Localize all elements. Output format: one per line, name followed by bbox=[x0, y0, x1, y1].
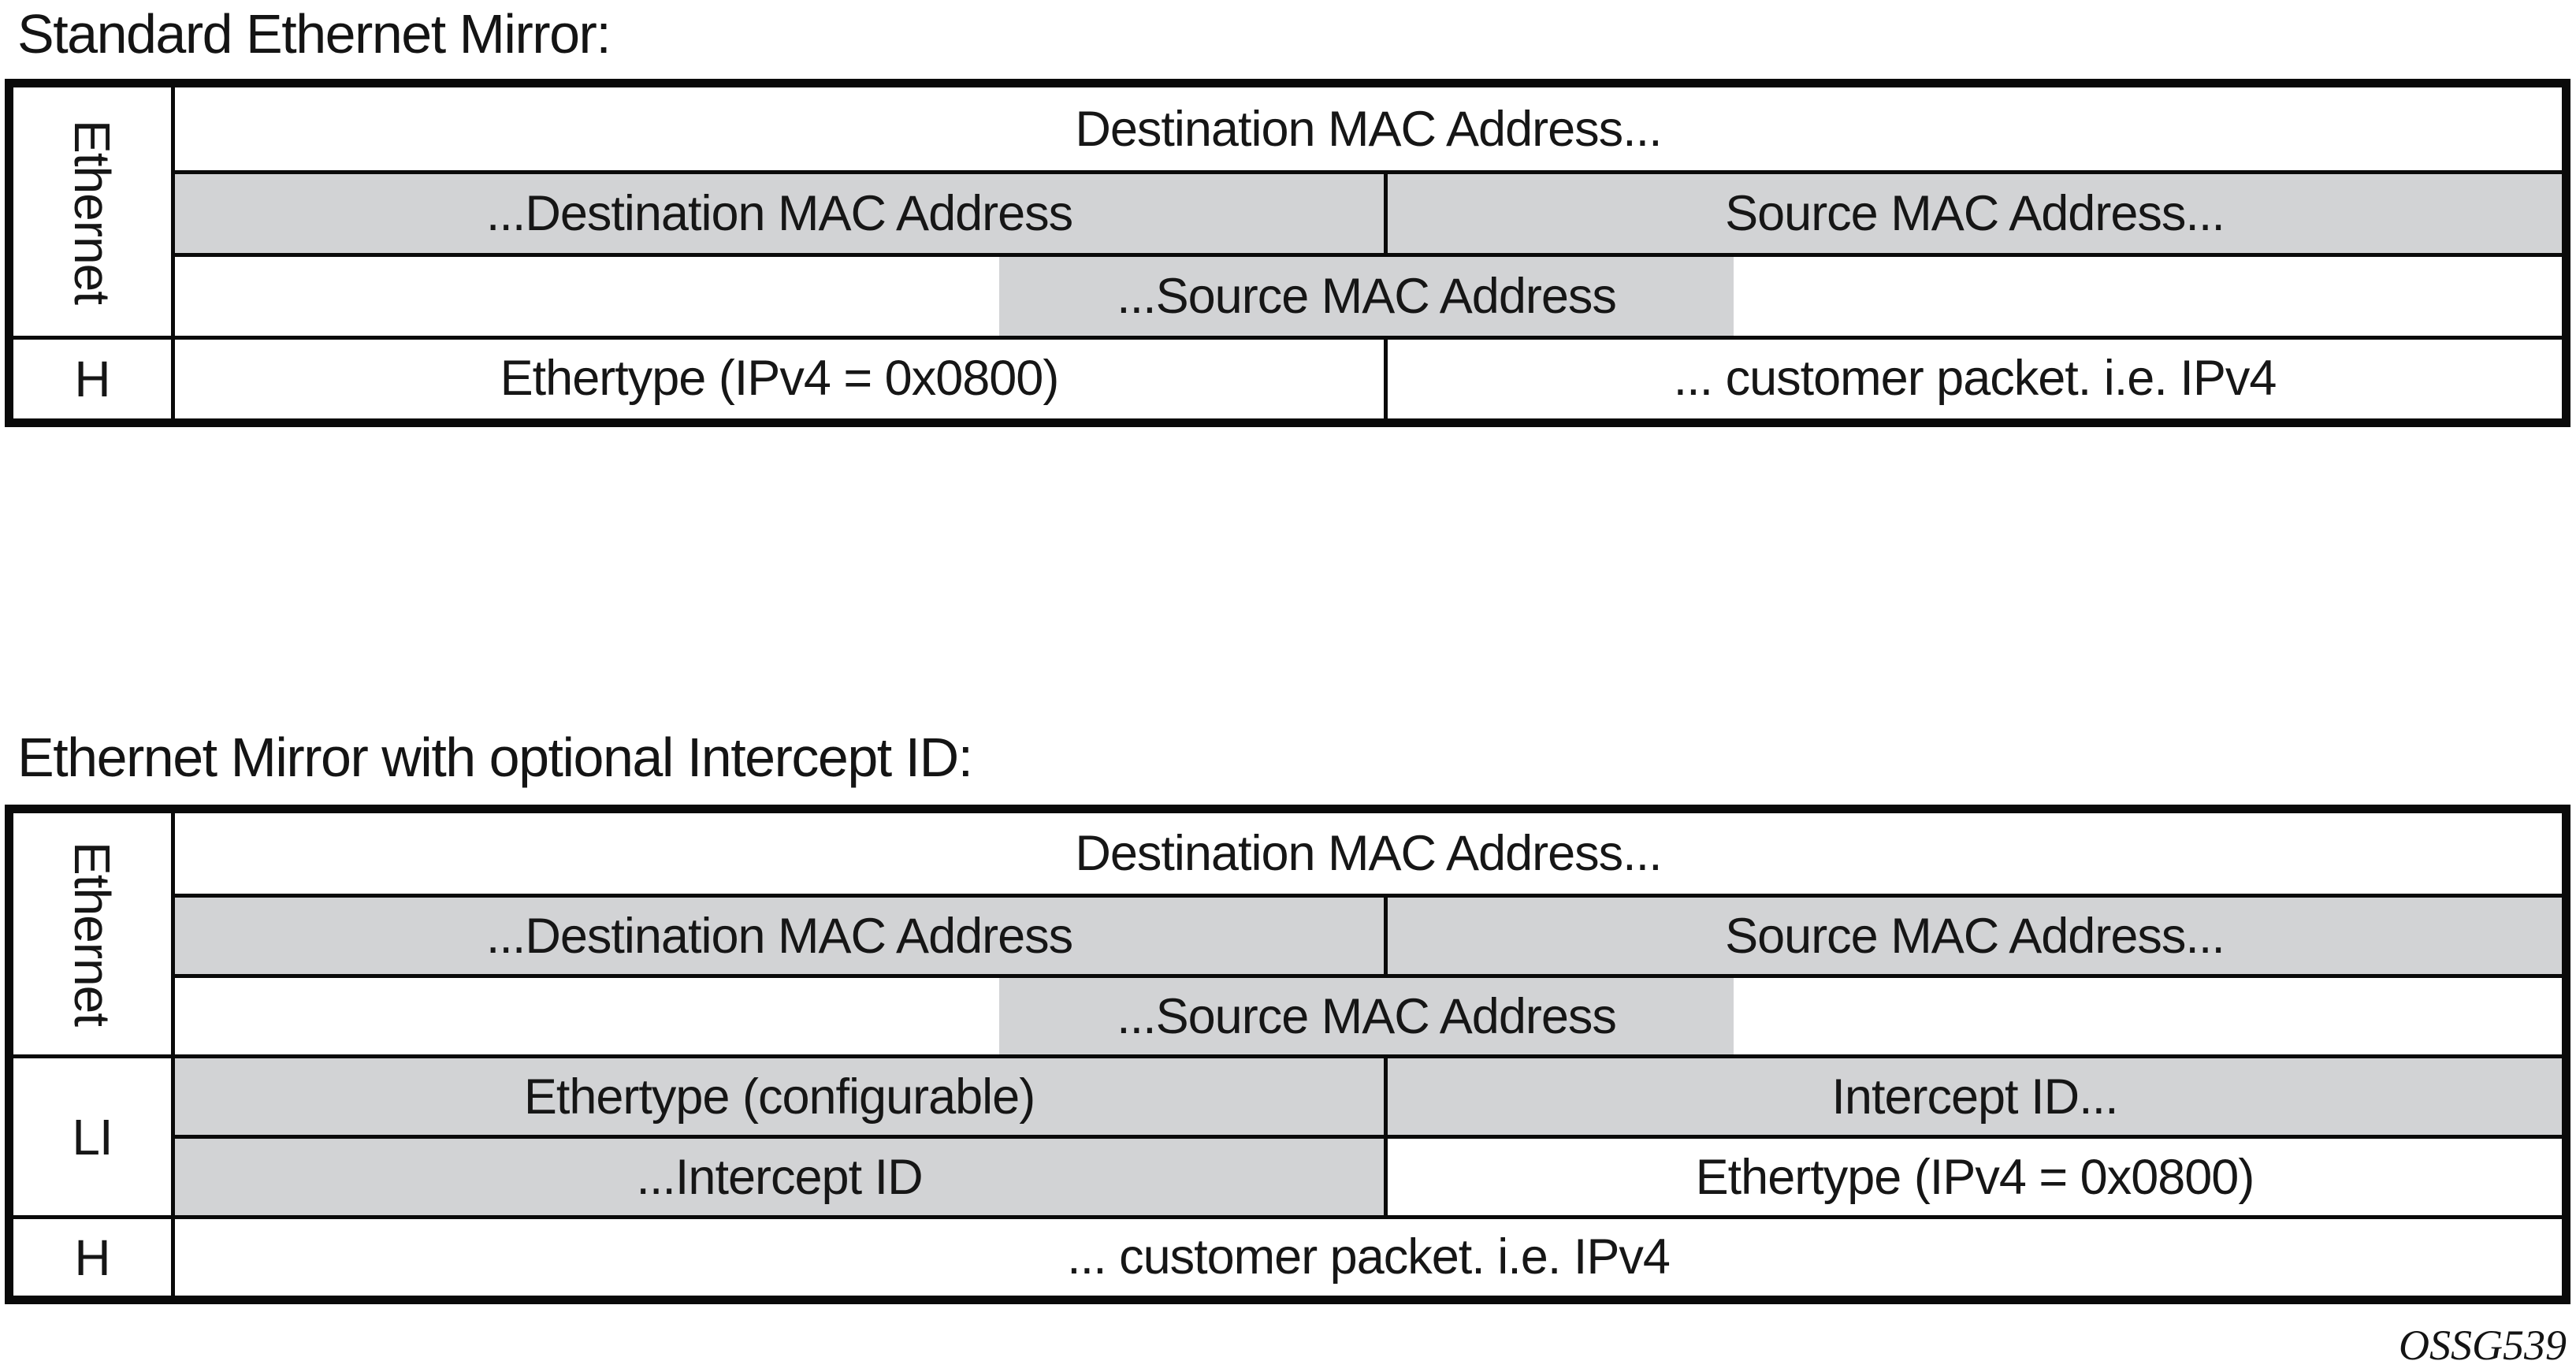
shaded-row-dest-src bbox=[175, 170, 2562, 253]
shaded-box-intercept-cont bbox=[175, 1135, 1384, 1215]
shaded-box-src-mac-cont bbox=[999, 974, 1734, 1054]
side-label-ethernet-text: Ethernet bbox=[64, 842, 121, 1026]
field-src-mac-1: Source MAC Address... bbox=[1725, 908, 2225, 964]
mid-divider-row2 bbox=[1384, 894, 1388, 978]
field-ethertype-config: Ethertype (configurable) bbox=[523, 1069, 1035, 1125]
row-line-2 bbox=[175, 253, 2562, 257]
intercept-mirror-title: Ethernet Mirror with optional Intercept … bbox=[17, 727, 973, 788]
row-line-4 bbox=[175, 1135, 2562, 1139]
side-label-ethernet: Ethernet bbox=[13, 87, 171, 336]
field-ethertype-ipv4: Ethertype (IPv4 = 0x0800) bbox=[500, 350, 1060, 406]
field-src-mac-2: ...Source MAC Address bbox=[1117, 988, 1617, 1044]
field-intercept-id-1: Intercept ID... bbox=[1831, 1069, 2118, 1125]
mid-divider-row2 bbox=[1384, 170, 1388, 257]
shaded-row-dest-src bbox=[175, 894, 2562, 974]
field-customer-packet: ... customer packet. i.e. IPv4 bbox=[1673, 350, 2277, 406]
mid-divider-rows4-5 bbox=[1384, 1054, 1388, 1215]
row-line-3-full bbox=[13, 1054, 2562, 1058]
side-label-ethernet-text: Ethernet bbox=[64, 119, 121, 304]
mid-divider-row4 bbox=[1384, 336, 1388, 418]
field-ethertype-ipv4: Ethertype (IPv4 = 0x0800) bbox=[1695, 1149, 2255, 1205]
intercept-mirror-diagram: Ethernet LI H Destination MAC Address...… bbox=[5, 805, 2570, 1304]
field-dest-mac-1: Destination MAC Address... bbox=[1075, 101, 1662, 157]
field-customer-packet: ... customer packet. i.e. IPv4 bbox=[1067, 1229, 1671, 1285]
side-label-ethernet: Ethernet bbox=[13, 813, 171, 1054]
field-src-mac-1: Source MAC Address... bbox=[1725, 186, 2225, 241]
field-intercept-id-2: ...Intercept ID bbox=[636, 1149, 923, 1205]
field-dest-mac-2: ...Destination MAC Address bbox=[485, 186, 1073, 241]
side-label-h: H bbox=[13, 340, 171, 418]
figure-code: OSSG539 bbox=[2399, 1322, 2567, 1369]
side-label-h-text: H bbox=[74, 1229, 110, 1286]
row-line-1 bbox=[175, 894, 2562, 898]
field-src-mac-2: ...Source MAC Address bbox=[1117, 269, 1617, 324]
side-label-li-text: LI bbox=[72, 1108, 113, 1166]
shaded-row-ethertype-intercept bbox=[175, 1054, 2562, 1135]
row-line-3-full bbox=[13, 336, 2562, 340]
field-dest-mac-1: Destination MAC Address... bbox=[1075, 826, 1662, 881]
standard-mirror-diagram: Ethernet H Destination MAC Address... ..… bbox=[5, 79, 2570, 427]
side-label-h-text: H bbox=[74, 351, 110, 407]
side-label-h: H bbox=[13, 1219, 171, 1296]
side-label-li: LI bbox=[13, 1058, 171, 1215]
shaded-box-src-mac-cont bbox=[999, 253, 1734, 336]
row-line-2 bbox=[175, 974, 2562, 978]
standard-mirror-title: Standard Ethernet Mirror: bbox=[17, 3, 611, 65]
row-line-1 bbox=[175, 170, 2562, 174]
label-column-divider bbox=[171, 87, 175, 418]
row-line-5-full bbox=[13, 1215, 2562, 1219]
field-dest-mac-2: ...Destination MAC Address bbox=[485, 908, 1073, 964]
